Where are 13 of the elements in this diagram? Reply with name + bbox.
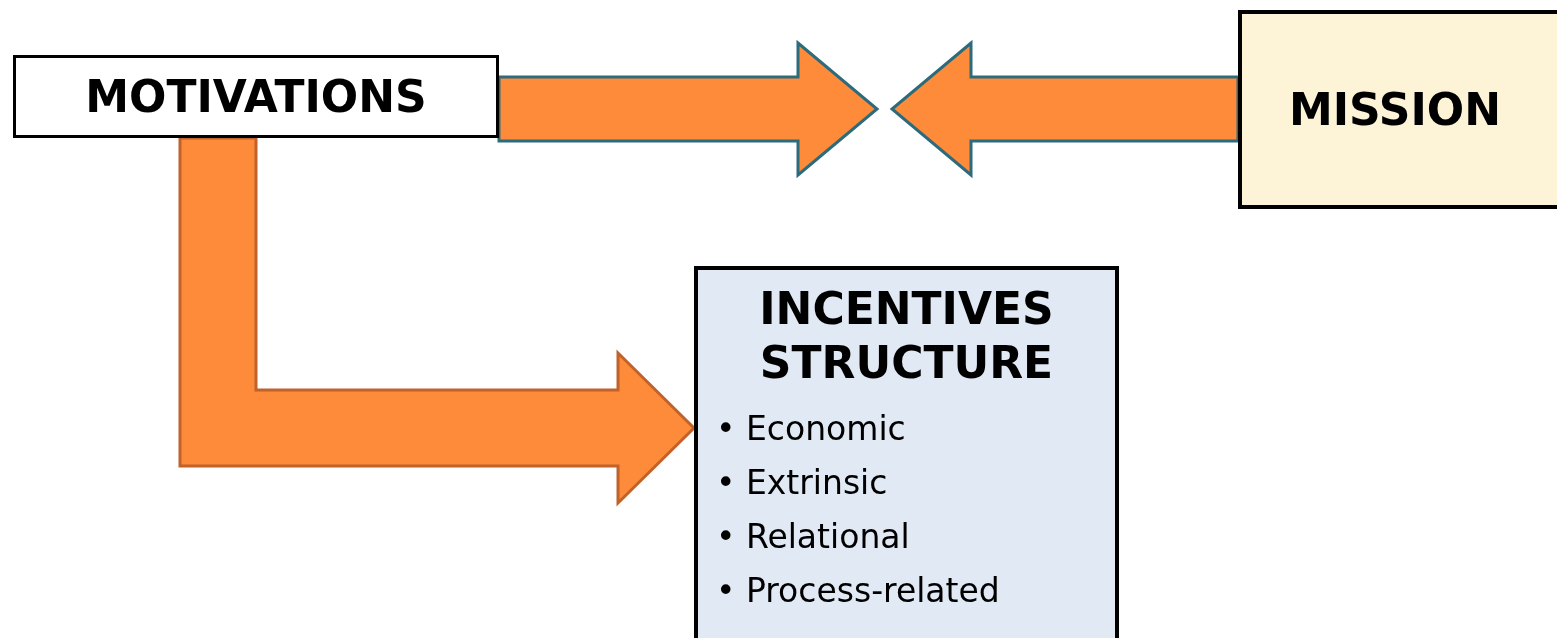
block-arrow	[497, 39, 880, 179]
bullet-item: • Relational	[716, 516, 911, 558]
node-title: INCENTIVES STRUCTURE	[758, 282, 1055, 390]
incentives-box	[694, 266, 1119, 638]
motivations-box	[13, 55, 499, 138]
mission-box	[1238, 10, 1557, 209]
block-arrow	[889, 39, 1240, 179]
node-title: MOTIVATIONS	[85, 74, 427, 119]
block-arrow	[178, 136, 697, 507]
bullet-item: • Economic	[716, 408, 907, 450]
bullet-item: • Process-related	[716, 570, 1001, 612]
bullet-item: • Extrinsic	[716, 462, 889, 504]
node-title: MISSION	[1288, 87, 1502, 132]
